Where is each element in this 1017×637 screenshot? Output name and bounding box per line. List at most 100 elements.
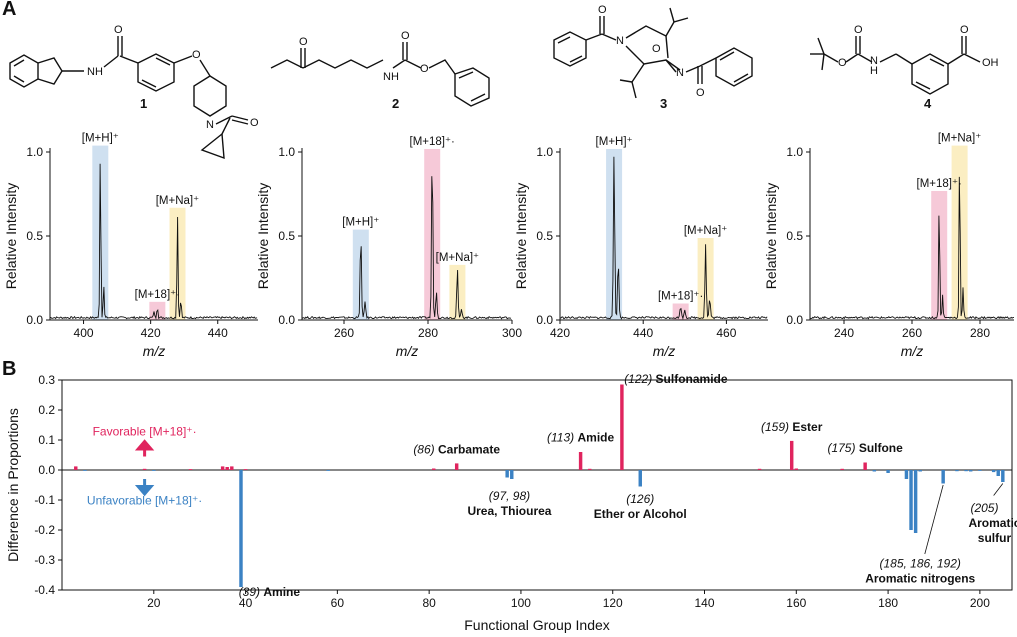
atom-o: O (401, 30, 410, 42)
spectrum-trace (301, 176, 512, 320)
spectrum-trace (809, 176, 1014, 320)
x-tick-label: 420 (141, 326, 161, 340)
atom-o: O (114, 24, 123, 36)
bar (152, 470, 156, 471)
atom-nh: NH (87, 66, 103, 78)
peak-band-yellow (169, 207, 186, 320)
bar (578, 452, 583, 470)
x-tick-label: 120 (603, 596, 623, 610)
annotation-index: (97, 98) (489, 489, 530, 503)
bar (904, 470, 909, 479)
peak-band-blue (352, 229, 369, 320)
bar (955, 470, 959, 472)
y-tick-label: 0.0 (278, 313, 295, 327)
peak-band-pink (672, 303, 689, 320)
y-tick-label: 0.5 (26, 229, 43, 243)
bar (968, 470, 973, 472)
peak-label: [M+Na]⁺ (938, 133, 981, 145)
bar (510, 470, 514, 479)
bar (74, 466, 78, 470)
y-axis-label: Relative Intensity (513, 183, 529, 290)
y-tick-label: 1.0 (536, 145, 553, 159)
y-tick-label: 0.2 (38, 403, 55, 417)
annotation-name: Urea, Thiourea (467, 504, 551, 518)
peak-label: [M+H]⁺ (82, 133, 119, 145)
annotation-index: (205) (970, 501, 998, 515)
compound-label: 1 (140, 96, 148, 111)
panel-a-label: A (2, 0, 17, 20)
x-tick-label: 260 (334, 326, 354, 340)
annotation: (113) Amide (547, 431, 614, 445)
atom-oh: OH (982, 57, 999, 69)
bar (83, 470, 87, 471)
peak-label: [M+18]⁺· (917, 178, 962, 190)
x-tick-label: 460 (716, 326, 736, 340)
x-axis-label: m/z (901, 343, 924, 359)
bar (326, 470, 330, 471)
bar (996, 470, 1000, 476)
peak-label: [M+Na]⁺ (436, 252, 479, 264)
y-tick-label: 0.0 (786, 313, 803, 327)
y-tick-label: -0.3 (34, 553, 55, 567)
leader-line (924, 484, 944, 555)
bar (913, 470, 918, 533)
bar (230, 466, 234, 470)
atom-n: N (676, 67, 684, 79)
mass-spectra: 0.0 0.5 1.0 400 420 440 m/z Relative Intensity [… (3, 133, 1014, 359)
peak-label: [M+18]⁺· (135, 289, 180, 301)
peak-label: [M+Na]⁺ (156, 195, 199, 207)
annotation: (185, 186, 192)Aromatic nitrogens (865, 557, 975, 586)
bar (588, 468, 592, 470)
bar (794, 468, 799, 470)
bar (142, 468, 147, 470)
y-tick-label: 1.0 (786, 145, 803, 159)
legend-favorable: Favorable [M+18]⁺· (93, 425, 197, 439)
annotation: (126)Ether or Alcohol (594, 492, 687, 521)
peak-label: [M+18]⁺· (658, 291, 703, 303)
atom-o: O (299, 36, 308, 48)
spectrum-trace (49, 163, 258, 320)
structure-compound-1: NH O O N O (9, 24, 259, 160)
y-tick-label: 1.0 (278, 145, 295, 159)
bar (991, 470, 996, 473)
peak-band-yellow (449, 264, 466, 320)
bar (941, 470, 945, 484)
x-tick-label: 140 (694, 596, 714, 610)
x-tick-label: 400 (74, 326, 94, 340)
atom-o: O (250, 117, 259, 129)
y-tick-label: -0.2 (34, 523, 55, 537)
annotation: (175) Sulfone (827, 441, 903, 455)
structure-compound-4: O O H N O OH (810, 24, 999, 95)
x-tick-label: 180 (878, 596, 898, 610)
atom-o: O (420, 63, 429, 75)
peak-label: [M+Na]⁺ (684, 225, 727, 237)
structure-compound-3: O N O N O (553, 4, 753, 99)
x-tick-label: 80 (422, 596, 436, 610)
atom-h: H (870, 65, 878, 77)
bar (243, 469, 248, 470)
peak-label: [M+H]⁺ (342, 217, 379, 229)
bar (918, 470, 922, 472)
plot-frame (61, 379, 1013, 591)
structure-compound-2: O NH O O (270, 30, 490, 107)
annotation-name: Aromatic nitrogens (865, 572, 975, 586)
y-tick-label: 0.1 (38, 433, 55, 447)
annotation-text: (113) Amide (547, 431, 614, 445)
compound-label: 3 (660, 96, 668, 111)
x-tick-label: 160 (786, 596, 806, 610)
peak-band-yellow (697, 238, 714, 320)
annotation-name: sulfur (978, 531, 1012, 545)
annotation-name: Ether or Alcohol (594, 507, 687, 521)
leader-line (993, 483, 1004, 496)
x-tick-label: 440 (208, 326, 228, 340)
spectrum-trace (559, 156, 768, 320)
y-tick-label: 0.5 (536, 229, 553, 243)
compound-label: 2 (392, 96, 400, 111)
atom-n: N (206, 119, 214, 131)
annotation: (39) Amine (239, 585, 301, 599)
annotation: (86) Carbamate (413, 443, 500, 457)
bar (909, 470, 913, 530)
